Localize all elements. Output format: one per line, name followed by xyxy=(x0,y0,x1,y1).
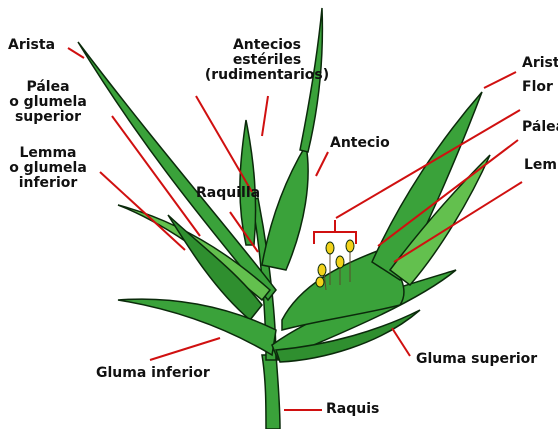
anther xyxy=(336,256,344,268)
anther xyxy=(326,242,334,254)
label-antecio: Antecio xyxy=(330,136,390,151)
raquis-stem xyxy=(262,355,280,429)
label-palea-left: Pálea o glumela superior xyxy=(8,80,88,125)
label-lemma-left: Lemma o glumela inferior xyxy=(6,146,90,191)
label-gluma-inferior: Gluma inferior xyxy=(96,366,210,381)
anther xyxy=(316,277,324,287)
anther xyxy=(346,240,354,252)
label-gluma-superior: Gluma superior xyxy=(416,352,537,367)
label-arista-left: Arista xyxy=(8,38,55,53)
antecio-middle xyxy=(262,145,308,270)
label-antecios-esteriles: Antecios estériles (rudimentarios) xyxy=(192,38,342,83)
anther xyxy=(318,264,326,276)
label-arista-right: Arista xyxy=(522,56,558,71)
label-palea-right: Pálea xyxy=(522,120,558,135)
label-raquilla: Raquilla xyxy=(196,186,260,201)
label-flor-right: Flor xyxy=(522,80,558,95)
label-lemma-right: Lemma xyxy=(524,158,558,173)
sterile-antecio-left xyxy=(240,120,256,245)
label-raquis: Raquis xyxy=(326,402,379,417)
